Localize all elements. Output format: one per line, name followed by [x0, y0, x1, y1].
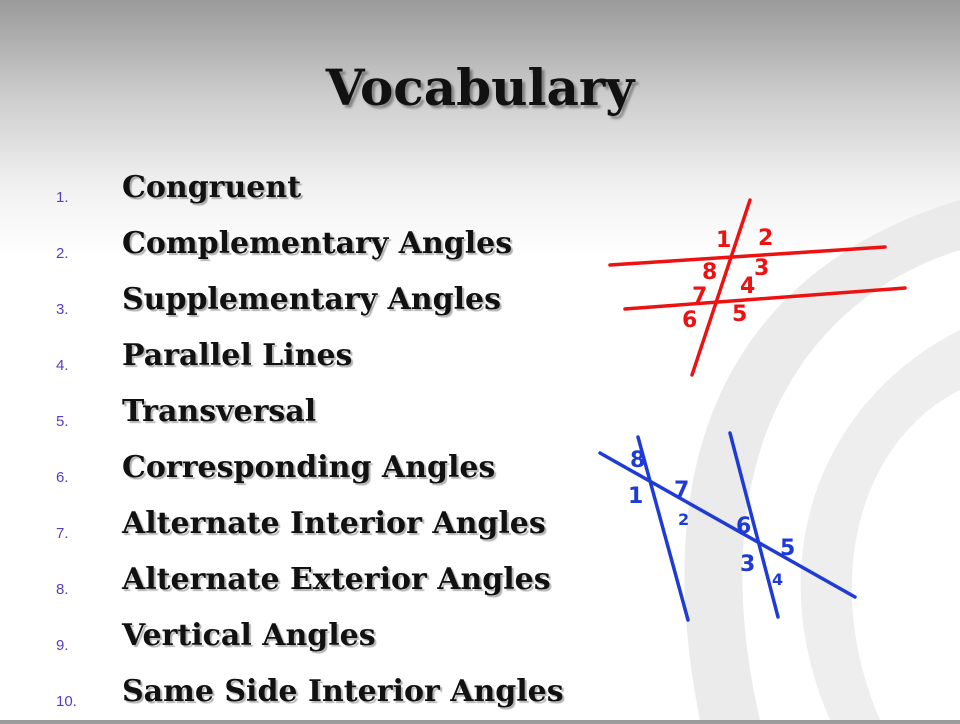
item-term: Supplementary Angles: [122, 282, 501, 317]
item-term: Alternate Exterior Angles: [122, 562, 551, 597]
angle-label: 7: [692, 284, 707, 309]
angle-label: 7: [674, 478, 689, 503]
angle-label: 8: [630, 448, 645, 473]
slide-title: Vocabulary: [325, 58, 635, 117]
item-term: Corresponding Angles: [122, 450, 496, 485]
item-term: Alternate Interior Angles: [122, 506, 546, 541]
parallel-line-bottom: [623, 286, 907, 311]
parallel-line-top: [608, 245, 887, 267]
line-right: [728, 431, 780, 619]
item-number: 3.: [56, 301, 69, 318]
angle-label: 6: [682, 308, 697, 333]
angle-label: 2: [758, 226, 773, 251]
angle-label: 2: [678, 510, 689, 529]
item-number: 5.: [56, 413, 69, 430]
angle-label: 8: [702, 260, 717, 285]
item-term: Complementary Angles: [122, 226, 513, 261]
angle-label: 1: [628, 484, 643, 509]
transversal-line: [598, 451, 857, 599]
angle-label: 5: [780, 536, 795, 561]
item-number: 7.: [56, 525, 69, 542]
angle-label: 3: [740, 552, 755, 577]
angle-label: 4: [772, 570, 783, 589]
angle-label: 4: [740, 274, 755, 299]
item-term: Same Side Interior Angles: [122, 674, 564, 709]
angle-label: 6: [736, 514, 751, 539]
item-number: 10.: [56, 693, 77, 710]
red-angle-diagram: 1 2 8 3 7 4 6 5: [608, 198, 907, 377]
item-number: 9.: [56, 637, 69, 654]
item-number: 1.: [56, 189, 69, 206]
angle-label: 5: [732, 302, 747, 327]
item-number: 4.: [56, 357, 69, 374]
item-term: Parallel Lines: [122, 338, 353, 373]
item-term: Congruent: [122, 170, 302, 205]
item-term: Vertical Angles: [122, 618, 376, 653]
item-number: 8.: [56, 581, 69, 598]
angle-label: 3: [754, 256, 769, 281]
blue-angle-diagram: 8 7 1 2 6 5 3 4: [598, 431, 857, 622]
item-term: Transversal: [122, 394, 317, 429]
angle-label: 1: [716, 228, 731, 253]
transversal-line: [690, 198, 752, 377]
line-left: [636, 435, 690, 622]
item-number: 6.: [56, 469, 69, 486]
item-number: 2.: [56, 245, 69, 262]
